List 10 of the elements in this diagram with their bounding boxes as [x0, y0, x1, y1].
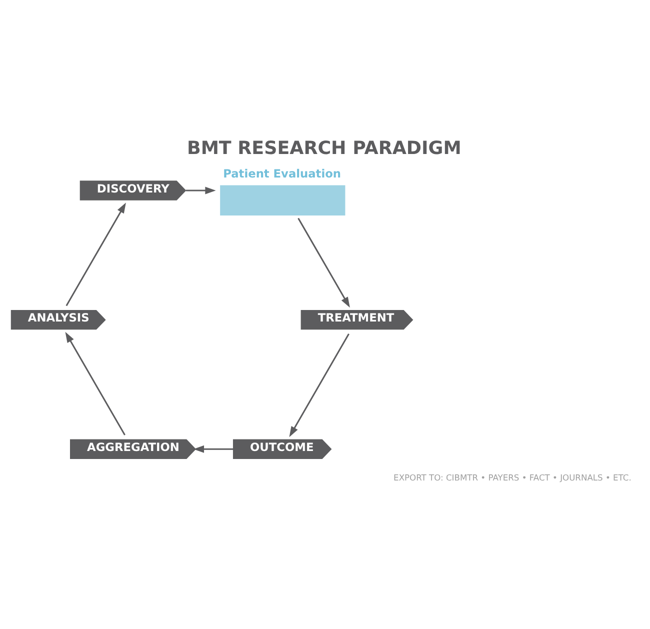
- node-label: Patient Evaluation: [223, 166, 342, 181]
- diagram-title: BMT RESEARCH PARADIGM: [186, 138, 462, 159]
- arrow: [65, 332, 126, 436]
- arrow: [298, 218, 350, 308]
- label: EXPORT TO: CIBMTR • PAYERS • FACT • JOURNALS • ETC.: [394, 472, 632, 482]
- arrow: [66, 202, 126, 306]
- arrow: [289, 334, 350, 438]
- arrow: [186, 186, 216, 194]
- node-box: [220, 185, 346, 216]
- arrow: [193, 445, 234, 453]
